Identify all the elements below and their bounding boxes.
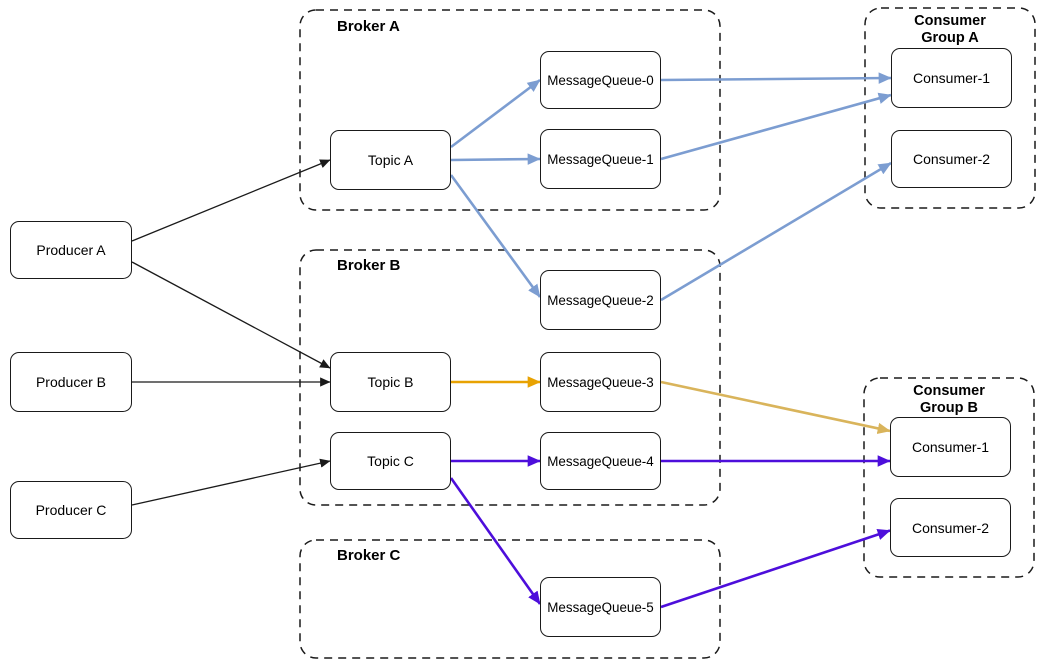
edge-topic-a-to-mq-0 [450, 78, 541, 149]
node-consumer-group-a-consumer-1: Consumer-1 [891, 48, 1012, 108]
consumer-group-b-container [863, 377, 1035, 578]
edge-mq-0-to-consumer-a-1 [660, 72, 892, 84]
consumer-group-b-label: Consumer Group B [864, 383, 1034, 417]
consumer-group-b-label-line1: Consumer [913, 383, 985, 399]
consumer-group-a-label-line1: Consumer [914, 13, 986, 29]
node-messagequeue-1: MessageQueue-1 [540, 129, 661, 189]
edge-topic-c-to-mq-5 [449, 477, 542, 605]
node-producer-b: Producer B [10, 352, 132, 412]
node-producer-a: Producer A [10, 221, 132, 279]
broker-c-label: Broker C [337, 547, 401, 564]
node-producer-c: Producer C [10, 481, 132, 539]
edge-producer-a-to-topic-b [131, 261, 331, 369]
consumer-group-a-label-line2: Group A [921, 30, 979, 46]
broker-b-label: Broker B [337, 257, 401, 274]
consumer-group-a-container [864, 7, 1036, 209]
edge-topic-a-to-mq-2 [449, 174, 542, 298]
node-messagequeue-0: MessageQueue-0 [540, 51, 661, 109]
node-consumer-group-a-consumer-2: Consumer-2 [891, 130, 1012, 188]
edge-mq-2-to-consumer-a-2 [660, 161, 892, 302]
node-consumer-group-b-consumer-1: Consumer-1 [890, 417, 1011, 477]
edge-producer-a-to-topic-a [131, 159, 331, 242]
node-topic-c: Topic C [330, 432, 451, 490]
edge-mq-1-to-consumer-a-1 [660, 92, 892, 161]
broker-b-container [299, 249, 721, 506]
node-consumer-group-b-consumer-2: Consumer-2 [890, 498, 1011, 557]
node-messagequeue-3: MessageQueue-3 [540, 352, 661, 412]
broker-c-container [299, 539, 721, 659]
node-messagequeue-4: MessageQueue-4 [540, 432, 661, 490]
broker-a-container [299, 9, 721, 211]
broker-a-label: Broker A [337, 18, 400, 35]
consumer-group-a-label: Consumer Group A [865, 13, 1035, 47]
consumer-group-b-label-line2: Group B [920, 400, 978, 416]
node-topic-a: Topic A [330, 130, 451, 190]
edge-producer-c-to-topic-c [131, 458, 331, 506]
edge-mq-3-to-consumer-b-1 [660, 380, 891, 435]
node-messagequeue-5: MessageQueue-5 [540, 577, 661, 637]
node-topic-b: Topic B [330, 352, 451, 412]
edge-topic-a-to-mq-1 [450, 153, 541, 165]
node-messagequeue-2: MessageQueue-2 [540, 270, 661, 330]
edge-mq-5-to-consumer-b-2 [660, 528, 891, 609]
